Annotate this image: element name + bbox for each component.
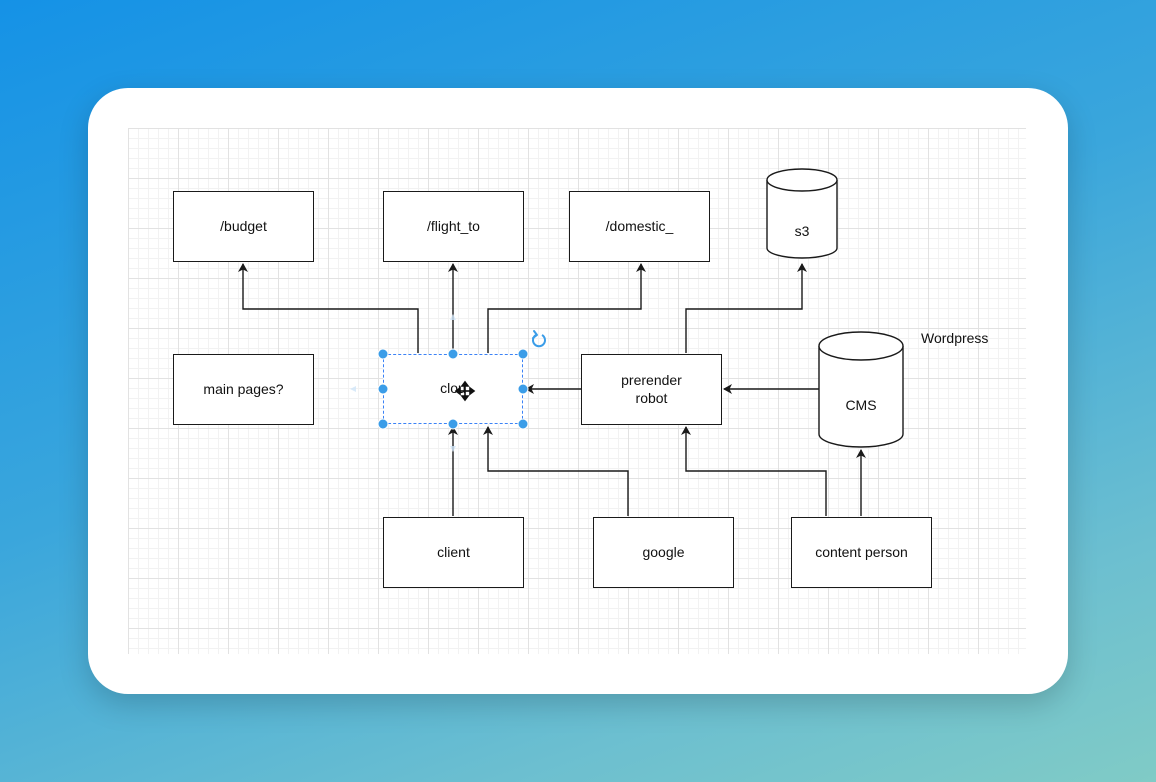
rotate-icon[interactable]: [532, 330, 546, 348]
node-domestic-label: /domestic_: [605, 217, 674, 234]
node-content-person[interactable]: content person: [791, 517, 932, 588]
node-cms-label: CMS: [845, 397, 877, 413]
node-prerender-robot[interactable]: prerender robot: [581, 354, 722, 425]
node-main-pages[interactable]: main pages?: [173, 354, 314, 425]
node-budget[interactable]: /budget: [173, 191, 314, 262]
node-prerender-robot-label: prerender robot: [621, 372, 682, 406]
handle-sw[interactable]: [377, 418, 389, 430]
edge-google-cloud[interactable]: [483, 426, 629, 516]
node-flight-to-label: /flight_to: [427, 217, 480, 234]
handle-ne[interactable]: [517, 348, 529, 360]
move-cursor-icon: [454, 380, 476, 402]
handle-s[interactable]: [447, 418, 459, 430]
edge-prerender-s3[interactable]: [685, 263, 807, 353]
node-domestic[interactable]: /domestic_: [569, 191, 710, 262]
handle-w[interactable]: [377, 383, 389, 395]
node-s3-label: s3: [794, 223, 810, 239]
wordpress-annotation[interactable]: Wordpress: [921, 330, 989, 346]
handle-se[interactable]: [517, 418, 529, 430]
cms-cylinder[interactable]: [818, 331, 904, 448]
node-google-label: google: [642, 543, 685, 560]
handle-e[interactable]: [517, 383, 529, 395]
node-main-pages-label: main pages?: [203, 380, 284, 397]
handle-nw[interactable]: [377, 348, 389, 360]
node-client-label: client: [437, 543, 470, 560]
s3-cylinder[interactable]: [766, 168, 838, 259]
edge-cloud-domestic[interactable]: [487, 263, 646, 353]
connection-hints: [350, 314, 456, 452]
selection-overlay: [377, 330, 546, 430]
node-flight-to[interactable]: /flight_to: [383, 191, 524, 262]
node-budget-label: /budget: [220, 217, 267, 234]
diagram-card: /budget /flight_to /domestic_ main pages…: [88, 88, 1068, 694]
diagram-edges: [238, 168, 904, 516]
edge-cloud-budget[interactable]: [238, 263, 419, 353]
node-google[interactable]: google: [593, 517, 734, 588]
node-client[interactable]: client: [383, 517, 524, 588]
handle-n[interactable]: [447, 348, 459, 360]
edge-content-prerender[interactable]: [681, 426, 827, 516]
node-content-person-label: content person: [815, 543, 908, 560]
